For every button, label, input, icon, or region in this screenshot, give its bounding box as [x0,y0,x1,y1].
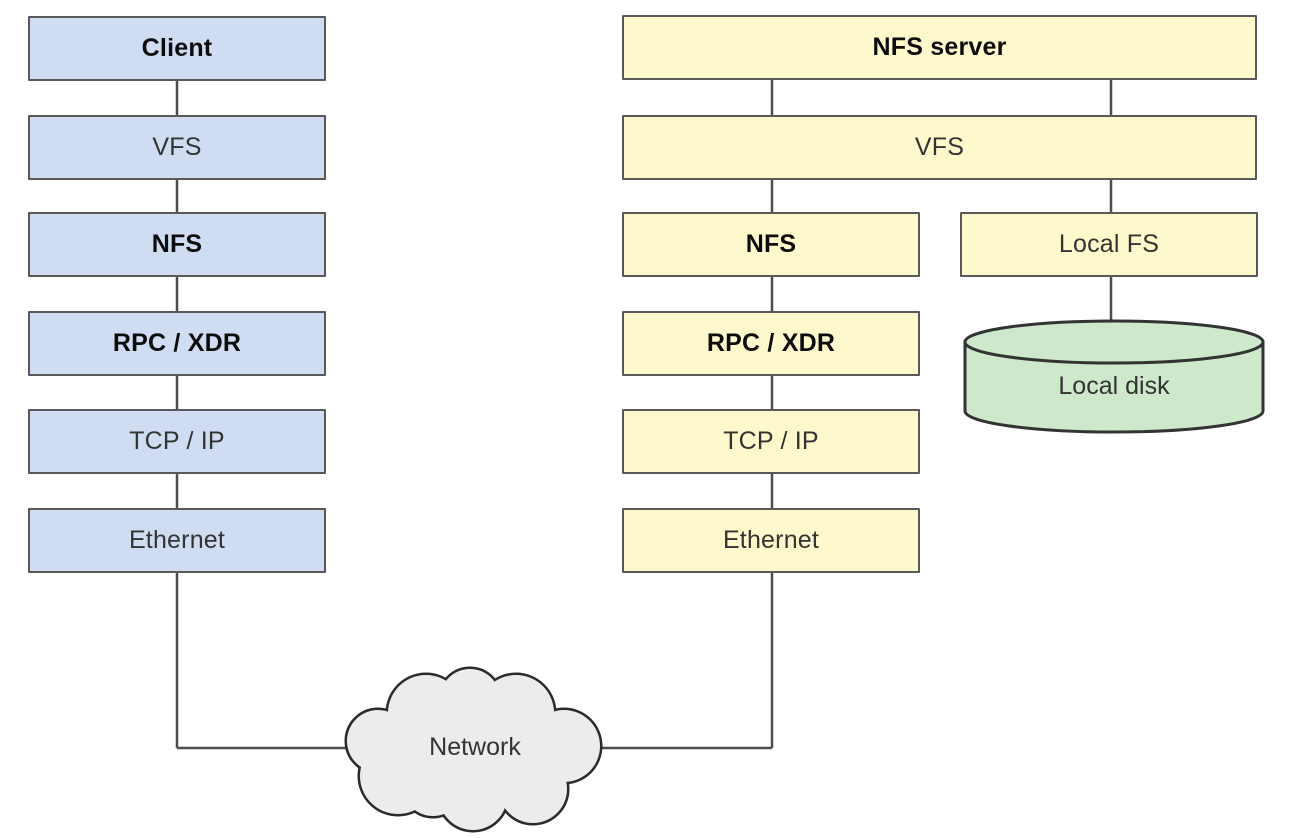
local-disk-label: Local disk [1058,371,1170,400]
server-nfs-box: NFS [622,212,920,277]
local-fs-box: Local FS [960,212,1258,277]
server-ethernet-box: Ethernet [622,508,920,573]
client-tcp-ip-box: TCP / IP [28,409,326,474]
nfs-server-box: NFS server [622,15,1257,80]
client-ethernet-box: Ethernet [28,508,326,573]
client-vfs-box: VFS [28,115,326,180]
local-disk-cylinder [963,319,1265,434]
client-rpc-xdr-box: RPC / XDR [28,311,326,376]
network-cloud-icon [344,666,603,833]
server-tcp-ip-box: TCP / IP [622,409,920,474]
server-vfs-box: VFS [622,115,1257,180]
network-cloud-label: Network [429,733,521,761]
client-box: Client [28,16,326,81]
server-stack-connectors [770,80,1113,748]
client-nfs-box: NFS [28,212,326,277]
server-rpc-xdr-box: RPC / XDR [622,311,920,376]
